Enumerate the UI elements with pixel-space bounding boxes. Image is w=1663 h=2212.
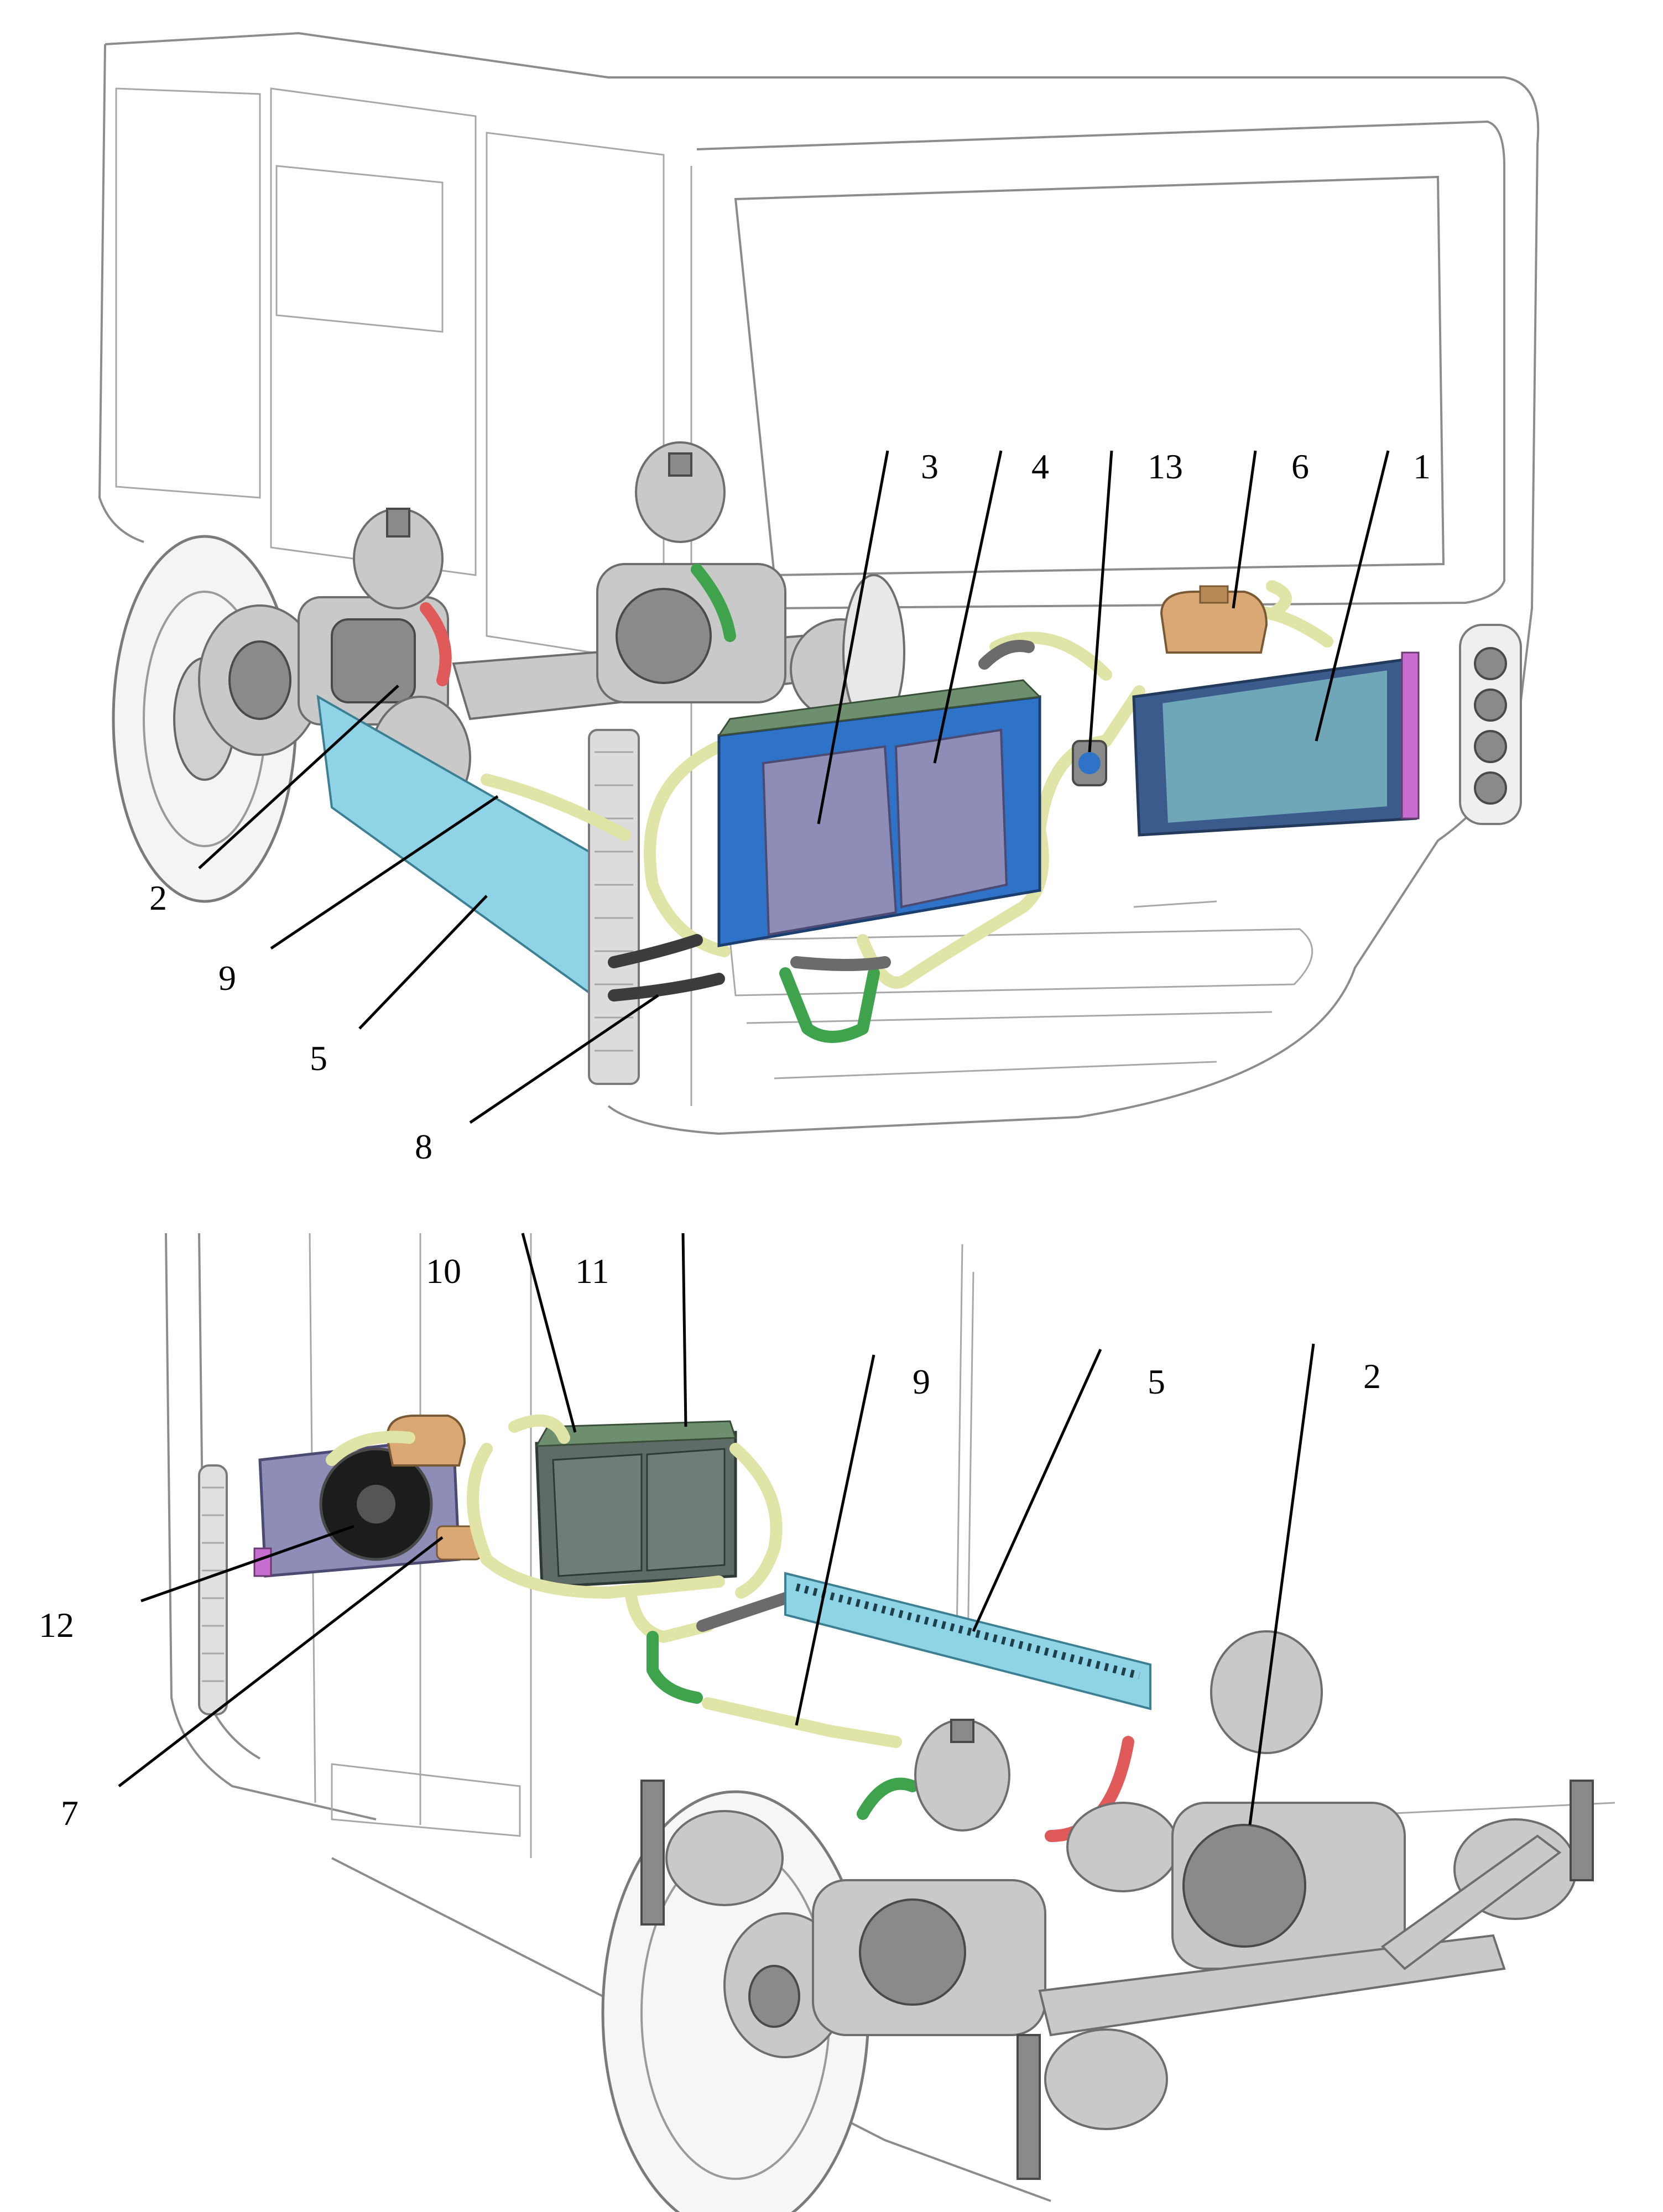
bus-body-outline-bottom [165,1233,1615,2202]
top-view: 3 4 13 6 1 2 9 5 8 [98,32,1540,1166]
callout-2: 2 [149,878,167,917]
bus-body-outline-top [98,32,1540,1135]
power-electronics-top [717,679,1042,947]
coolant-hoses-bottom [326,1414,1134,1842]
callout-4: 4 [1031,447,1049,486]
callout-5-bottom: 5 [1148,1362,1165,1401]
callouts-bottom: 10 11 9 5 2 12 7 [39,1251,1381,1833]
callout-11: 11 [575,1251,609,1291]
callout-2-bottom: 2 [1363,1357,1381,1396]
callout-10: 10 [426,1251,461,1291]
expansion-tank-top [1160,585,1268,654]
callout-7: 7 [61,1793,79,1833]
pump-13-top [1072,740,1107,786]
callout-6: 6 [1291,447,1309,486]
callout-13: 13 [1148,447,1183,486]
callout-9: 9 [218,958,236,998]
cooling-duct-top [316,695,640,1085]
callout-8: 8 [415,1127,432,1166]
power-modules-bottom [535,1420,737,1589]
cooling-duct-bottom [784,1572,1151,1710]
callouts-top: 3 4 13 6 1 2 9 5 8 [149,447,1431,1166]
bottom-view: 10 11 9 5 2 12 7 [39,1233,1615,2212]
radiator-top [1132,651,1420,837]
callout-5: 5 [310,1039,327,1078]
callout-9-bottom: 9 [913,1362,930,1401]
leader-lines-top [198,450,1390,1124]
callout-12: 12 [39,1605,74,1645]
callout-1: 1 [1413,447,1431,486]
callout-3: 3 [921,447,939,486]
leader-lines-bottom [118,1233,1315,1825]
drive-axle-top [198,441,905,820]
axle-assembly-bottom [640,1630,1594,2180]
